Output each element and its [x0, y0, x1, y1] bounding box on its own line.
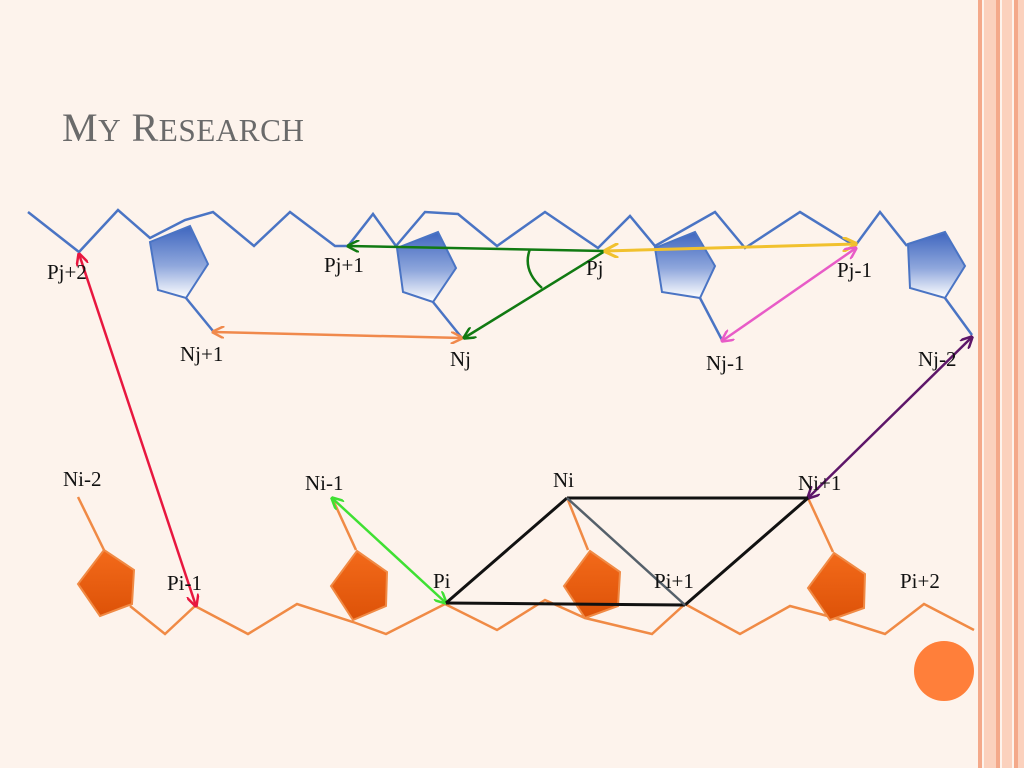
- label-pi-plus2: Pi+2: [900, 569, 940, 593]
- label-pj: Pj: [586, 256, 604, 280]
- title-initial: R: [131, 105, 159, 150]
- top-pentagon: [906, 230, 967, 300]
- line-ni-piplus1: [566, 497, 686, 606]
- label-nj-plus1: Nj+1: [180, 342, 223, 366]
- label-pi: Pi: [433, 569, 451, 593]
- slide-title: My Research: [62, 104, 304, 151]
- top-pentagon: [148, 224, 210, 300]
- bottom-pentagon: [329, 549, 389, 622]
- label-pj-minus1: Pj-1: [837, 258, 872, 282]
- arrow-purple-njminus2-niplus1: [808, 337, 972, 498]
- label-ni-minus1: Ni-1: [305, 471, 344, 495]
- bottom-pentagon: [562, 549, 622, 620]
- top-sugar-link: [698, 297, 724, 341]
- label-ni: Ni: [553, 468, 574, 492]
- label-pj-plus1: Pj+1: [324, 253, 364, 277]
- accent-circle: [914, 641, 974, 701]
- top-sugar-link: [185, 297, 214, 332]
- border-stripe: [996, 0, 1000, 768]
- label-nj-minus2: Nj-2: [918, 347, 957, 371]
- label-ni-plus1: Ni+1: [798, 471, 841, 495]
- line-pi-piplus1: [445, 601, 686, 607]
- angle-arc: [526, 248, 543, 289]
- border-stripe: [1014, 0, 1018, 768]
- bottom-sugar-link: [76, 496, 106, 551]
- bottom-strand: [76, 496, 975, 636]
- label-pi-plus1: Pi+1: [654, 569, 694, 593]
- arrow-pink-pjminus1-njminus1: [722, 248, 856, 341]
- arrow-lightgreen-niminus1-pi: [332, 498, 446, 603]
- title-initial: M: [62, 105, 99, 150]
- bottom-pentagon: [76, 548, 136, 618]
- bottom-sugar-link: [806, 497, 835, 553]
- bottom-pentagon: [806, 551, 867, 622]
- bottom-sugar-link: [566, 499, 590, 551]
- arrow-orange-njplus1-nj: [213, 332, 462, 338]
- arrow-green-pj-nj: [464, 249, 606, 338]
- label-nj: Nj: [450, 347, 471, 371]
- border-stripe: [1002, 0, 1012, 768]
- border-stripe: [978, 0, 982, 768]
- border-stripe: [984, 0, 996, 768]
- title-rest: esearch: [158, 113, 305, 148]
- bottom-sugar-link: [331, 499, 358, 551]
- arrow-red-pjplus2-piminus1: [79, 254, 196, 606]
- distance-geometry: [445, 496, 809, 607]
- arrow-green-pj-pjplus1: [348, 246, 606, 251]
- line-piplus1-niplus1: [684, 496, 809, 607]
- label-ni-minus2: Ni-2: [63, 467, 102, 491]
- label-pj-plus2: Pj+2: [47, 260, 87, 284]
- line-pi-ni: [445, 496, 568, 605]
- top-sugar-link: [432, 301, 463, 339]
- label-pi-minus1: Pi-1: [167, 571, 202, 595]
- arrow-yellow-pj-pjminus1: [605, 244, 856, 251]
- label-nj-minus1: Nj-1: [706, 351, 745, 375]
- top-strand: [27, 208, 974, 341]
- top-sugar-link: [943, 297, 974, 336]
- title-rest: y: [98, 113, 122, 148]
- border-stripe: [1018, 0, 1024, 768]
- top-pentagon: [395, 230, 458, 304]
